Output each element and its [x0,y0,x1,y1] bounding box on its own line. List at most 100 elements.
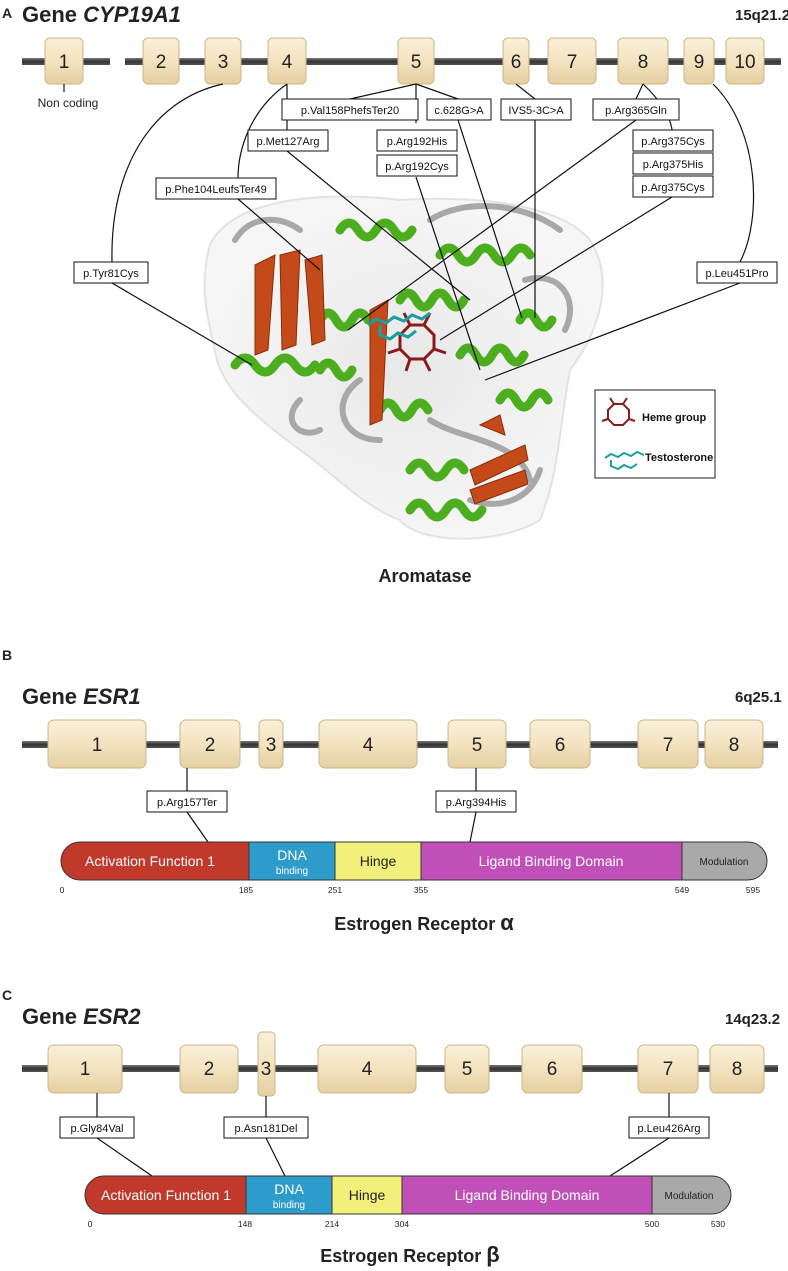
mut-arg192cys: p.Arg192Cys [385,161,449,173]
legend-a: Heme group Testosterone [594,389,716,479]
mut-val158: p.Val158PhefsTer20 [301,105,399,117]
exon-a-9 [683,37,715,85]
mut-arg375cys1: p.Arg375Cys [641,136,705,148]
mut-val158-box [281,98,419,121]
aromatase-structure [203,195,604,540]
domain-b-dna-sub: binding [276,866,308,877]
mut-arg375cys2: p.Arg375Cys [641,182,705,194]
domain-b-lbd-label: Ligand Binding Domain [479,853,624,869]
domain-c-lbd-label: Ligand Binding Domain [455,1187,600,1203]
mutation-labels-a: p.Val158PhefsTer20 c.628G>A IVS5-3C>A p.… [73,98,778,284]
exons-a: 1 2 3 4 5 6 7 8 9 10 [44,37,765,85]
panel-c-locus: 14q23.2 [725,1011,780,1028]
exon-c-8 [709,1044,765,1094]
panel-a-gene-title: Gene CYP19A1 [22,2,181,27]
domain-b-lbd [420,841,683,881]
exon-a-4-label: 4 [282,52,293,73]
mut-c3: p.Leu426Arg [638,1123,701,1135]
tick-c-3: 304 [395,1219,409,1229]
tick-c-5: 530 [711,1219,725,1229]
mutation-connectors-b [186,768,477,843]
exon-c-7 [637,1044,699,1094]
domain-c-dna [245,1175,333,1215]
mut-c3-box [628,1116,710,1139]
tick-b-4: 549 [675,885,689,895]
domain-b-mod [681,841,768,881]
tick-c-4: 500 [645,1219,659,1229]
domain-b-af1 [60,841,250,881]
panel-c-gene-title: Gene ESR2 [22,1004,141,1029]
exon-c-5-label: 5 [462,1059,473,1080]
exon-b-3 [258,719,284,769]
non-coding-label: Non coding [38,96,99,110]
exons-c: 1 2 3 4 5 6 7 8 [47,1031,765,1097]
panel-a-locus: 15q21.2 [735,7,788,24]
tick-b-5: 595 [746,885,760,895]
exon-c-8-label: 8 [732,1059,743,1080]
exon-a-10 [725,37,765,85]
domain-c-af1-label: Activation Function 1 [101,1187,231,1203]
legend-testosterone-label: Testosterone [645,452,713,464]
exon-b-7-label: 7 [663,735,674,756]
exon-c-7-label: 7 [663,1059,674,1080]
mut-b1-box [146,790,228,813]
protein-surface [203,195,604,540]
exon-c-1 [47,1044,123,1094]
mut-phe104-box [155,177,277,200]
exon-a-9-label: 9 [694,52,705,73]
mut-c1: p.Gly84Val [71,1123,124,1135]
aromatase-caption: Aromatase [378,566,471,586]
mut-met127-box [247,129,329,152]
tick-c-0: 0 [88,1219,93,1229]
exon-c-2 [179,1044,239,1094]
domain-c-hinge [331,1175,403,1215]
domain-b-af1-label: Activation Function 1 [85,853,215,869]
exon-a-7-label: 7 [567,52,578,73]
mut-arg365: p.Arg365Gln [605,105,667,117]
exon-b-1 [47,719,147,769]
panel-c: C Gene ESR2 14q23.2 1 2 3 4 5 6 7 8 [2,987,780,1267]
mut-met127: p.Met127Arg [257,136,320,148]
legend-heme-label: Heme group [642,412,706,424]
domain-b-hinge-label: Hinge [360,853,397,869]
tick-b-2: 251 [328,885,342,895]
mut-tyr81-box [73,261,149,284]
protein-helices [230,218,557,522]
mutation-connectors-c [96,1093,670,1177]
mut-b2-box [435,790,517,813]
exon-b-5 [447,719,507,769]
exon-a-2 [142,37,180,85]
panel-c-caption: Estrogen Receptor β [320,1242,499,1267]
exon-b-8 [704,719,764,769]
tick-b-0: 0 [60,885,65,895]
mut-arg375cys2-box [632,175,714,198]
exon-a-3-label: 3 [218,52,229,73]
mut-arg192cys-box [376,154,458,177]
mut-arg192his-box [376,129,458,152]
exon-b-2-label: 2 [205,735,216,756]
mut-phe104: p.Phe104LeufsTer49 [165,184,267,196]
mut-ivs5: IVS5-3C>A [508,105,564,117]
ticks-b: 0 185 251 355 549 595 [60,885,761,895]
exon-b-4-label: 4 [363,735,374,756]
domain-c-hinge-label: Hinge [349,1187,386,1203]
mut-arg375his: p.Arg375His [643,159,704,171]
testosterone-icon [604,450,645,471]
exon-a-2-label: 2 [156,52,167,73]
panel-a: A Gene CYP19A1 15q21.2 1 2 3 4 5 6 7 8 9 [2,2,788,586]
domain-b-hinge [334,841,422,881]
exon-b-4 [318,719,418,769]
exon-a-8-label: 8 [638,52,649,73]
exon-a-5-label: 5 [411,52,422,73]
protein-sheets [254,249,529,505]
panel-b-caption: Estrogen Receptor α [334,910,514,935]
exon-a-6-label: 6 [511,52,522,73]
domain-c-mod [651,1175,732,1215]
panel-b: B Gene ESR1 6q25.1 1 2 3 4 5 6 7 8 [2,647,782,935]
exons-b: 1 2 3 4 5 6 7 8 [47,719,764,769]
exon-c-5 [444,1044,490,1094]
exon-c-4 [317,1044,417,1094]
domain-b-mod-label: Modulation [700,857,749,868]
domain-b-dna-label: DNA [277,847,307,863]
